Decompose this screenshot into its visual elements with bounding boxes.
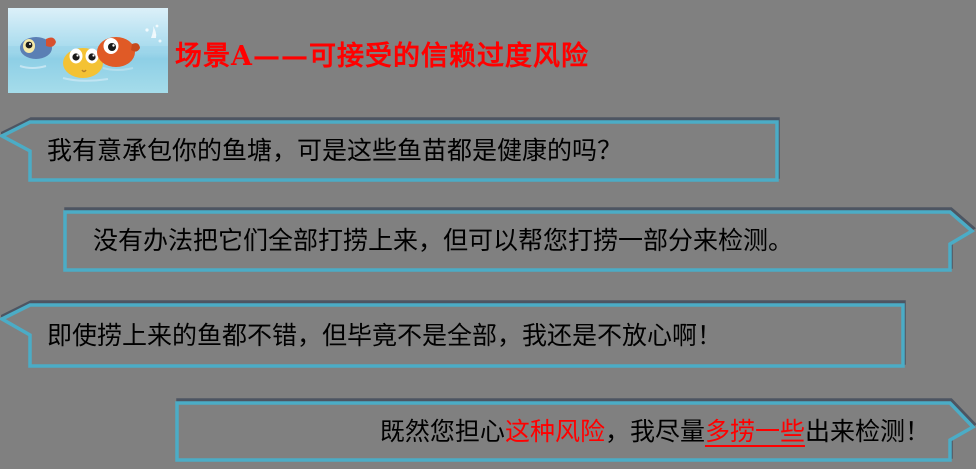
text-segment-red-highlight: 这种风险	[504, 416, 605, 446]
speech-bubble-right-tail-shape	[175, 401, 976, 462]
fish-pond-image	[8, 8, 168, 93]
speech-bubble-left-tail-shape	[0, 120, 779, 182]
speech-bubble-text: 既然您担心这种风险，我尽量多捞一些出来检测！	[177, 403, 950, 460]
speech-bubble-text: 即使捞上来的鱼都不错，但毕竟不是全部，我还是不放心啊！	[47, 320, 723, 350]
speech-bubble-right-tail-shape	[63, 210, 975, 272]
text-segment-plain: 既然您担心	[379, 416, 505, 446]
text-segment-plain: ，我尽量	[604, 416, 705, 446]
page-title: 场景A——可接受的信赖过度风险	[175, 41, 589, 72]
speech-bubble-text: 我有意承包你的鱼塘，可是这些鱼苗都是健康的吗？	[47, 136, 623, 165]
speech-bubble-farmer-2: 既然您担心这种风险，我尽量多捞一些出来检测！	[172, 398, 976, 466]
speech-bubble-left-tail-shape	[0, 303, 905, 368]
speech-bubble-buyer-1: 我有意承包你的鱼塘，可是这些鱼苗都是健康的吗？	[0, 118, 781, 184]
fish-pond-illustration	[8, 8, 168, 93]
text-segment-plain: 出来检测！	[804, 416, 930, 446]
speech-bubble-buyer-2: 即使捞上来的鱼都不错，但毕竟不是全部，我还是不放心啊！	[0, 300, 907, 370]
speech-bubble-text: 没有办法把它们全部打捞上来，但可以帮您打捞一部分来检测。	[93, 226, 794, 255]
speech-bubble-farmer-1: 没有办法把它们全部打捞上来，但可以帮您打捞一部分来检测。	[60, 205, 976, 275]
text-segment-red-underline: 多捞一些	[704, 416, 805, 446]
